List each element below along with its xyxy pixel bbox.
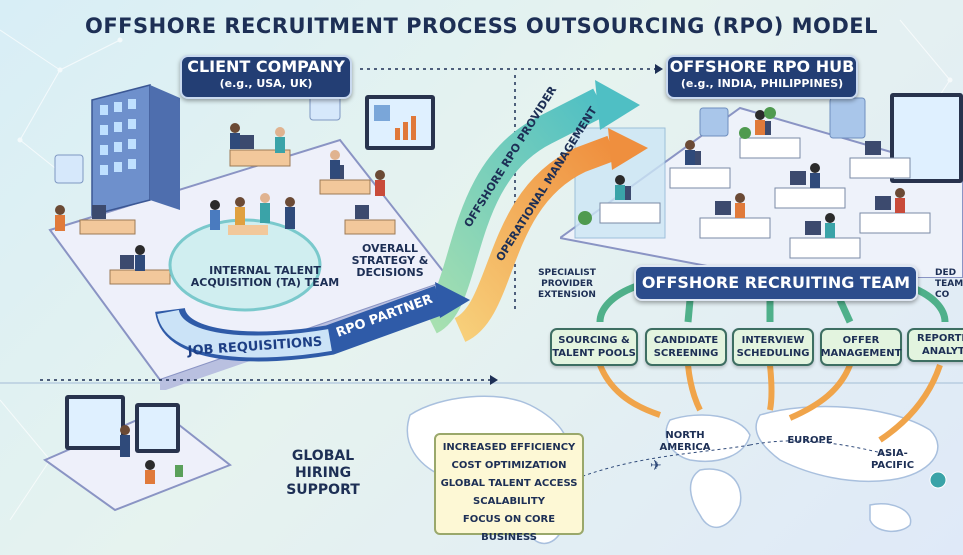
offshore-hub-sub: (e.g., INDIA, PHILIPPINES) [680, 77, 844, 90]
rpo-partner-label: RPO PARTNER [334, 292, 435, 341]
benefits-box: INCREASED EFFICIENCY COST OPTIMIZATION G… [434, 433, 584, 543]
service-sourcing: SOURCING &TALENT POOLS [550, 328, 638, 366]
global-support-illustration [42, 395, 232, 512]
page-title: OFFSHORE RECRUITMENT PROCESS OUTSOURCING… [84, 14, 879, 38]
region-asia-pacific: ASIA- PACIFIC [870, 448, 915, 471]
region-europe: EUROPE [787, 435, 833, 446]
benefit-item: SCALABILITY [473, 496, 545, 507]
dedicated-team-label: DED TEAM CO [935, 268, 963, 300]
job-requisitions-label: JOB REQUISITIONS [186, 335, 323, 359]
offshore-hub-name: OFFSHORE RPO HUB [669, 57, 855, 76]
benefit-item: COST OPTIMIZATION [451, 460, 567, 471]
svg-text:✈: ✈ [650, 458, 662, 474]
client-company-name: CLIENT COMPANY [187, 57, 345, 76]
benefit-item: GLOBAL TALENT ACCESS [440, 478, 578, 489]
client-company-badge: CLIENT COMPANY (e.g., USA, UK) [180, 55, 352, 99]
specialist-provider-label: SPECIALIST PROVIDER EXTENSION [538, 268, 596, 300]
offshore-hub-badge: OFFSHORE RPO HUB (e.g., INDIA, PHILIPPIN… [666, 55, 858, 99]
client-company-sub: (e.g., USA, UK) [219, 77, 313, 90]
region-north-america: NORTH AMERICA [659, 430, 711, 453]
office-building-icon [91, 84, 180, 216]
benefit-item: FOCUS ON CORE BUSINESS [462, 514, 556, 543]
strategy-label: OVERALL STRATEGY & DECISIONS [351, 242, 429, 279]
service-reporting: REPORTINANALYTI [907, 328, 963, 362]
offshore-recruiting-team: OFFSHORE RECRUITING TEAM [634, 265, 918, 301]
benefit-item: INCREASED EFFICIENCY [442, 442, 576, 453]
offshore-hub-illustration [560, 93, 963, 278]
ta-team-label: INTERNAL TALENT ACQUISITION (TA) TEAM [190, 264, 340, 289]
global-hiring-support-label: GLOBAL HIRING SUPPORT [286, 448, 360, 498]
dashboard-monitor-icon [365, 95, 435, 150]
offshore-provider-label: OFFSHORE RPO PROVIDER [462, 83, 560, 229]
operational-management-label: OPERATIONAL MANAGEMENT [494, 104, 600, 263]
